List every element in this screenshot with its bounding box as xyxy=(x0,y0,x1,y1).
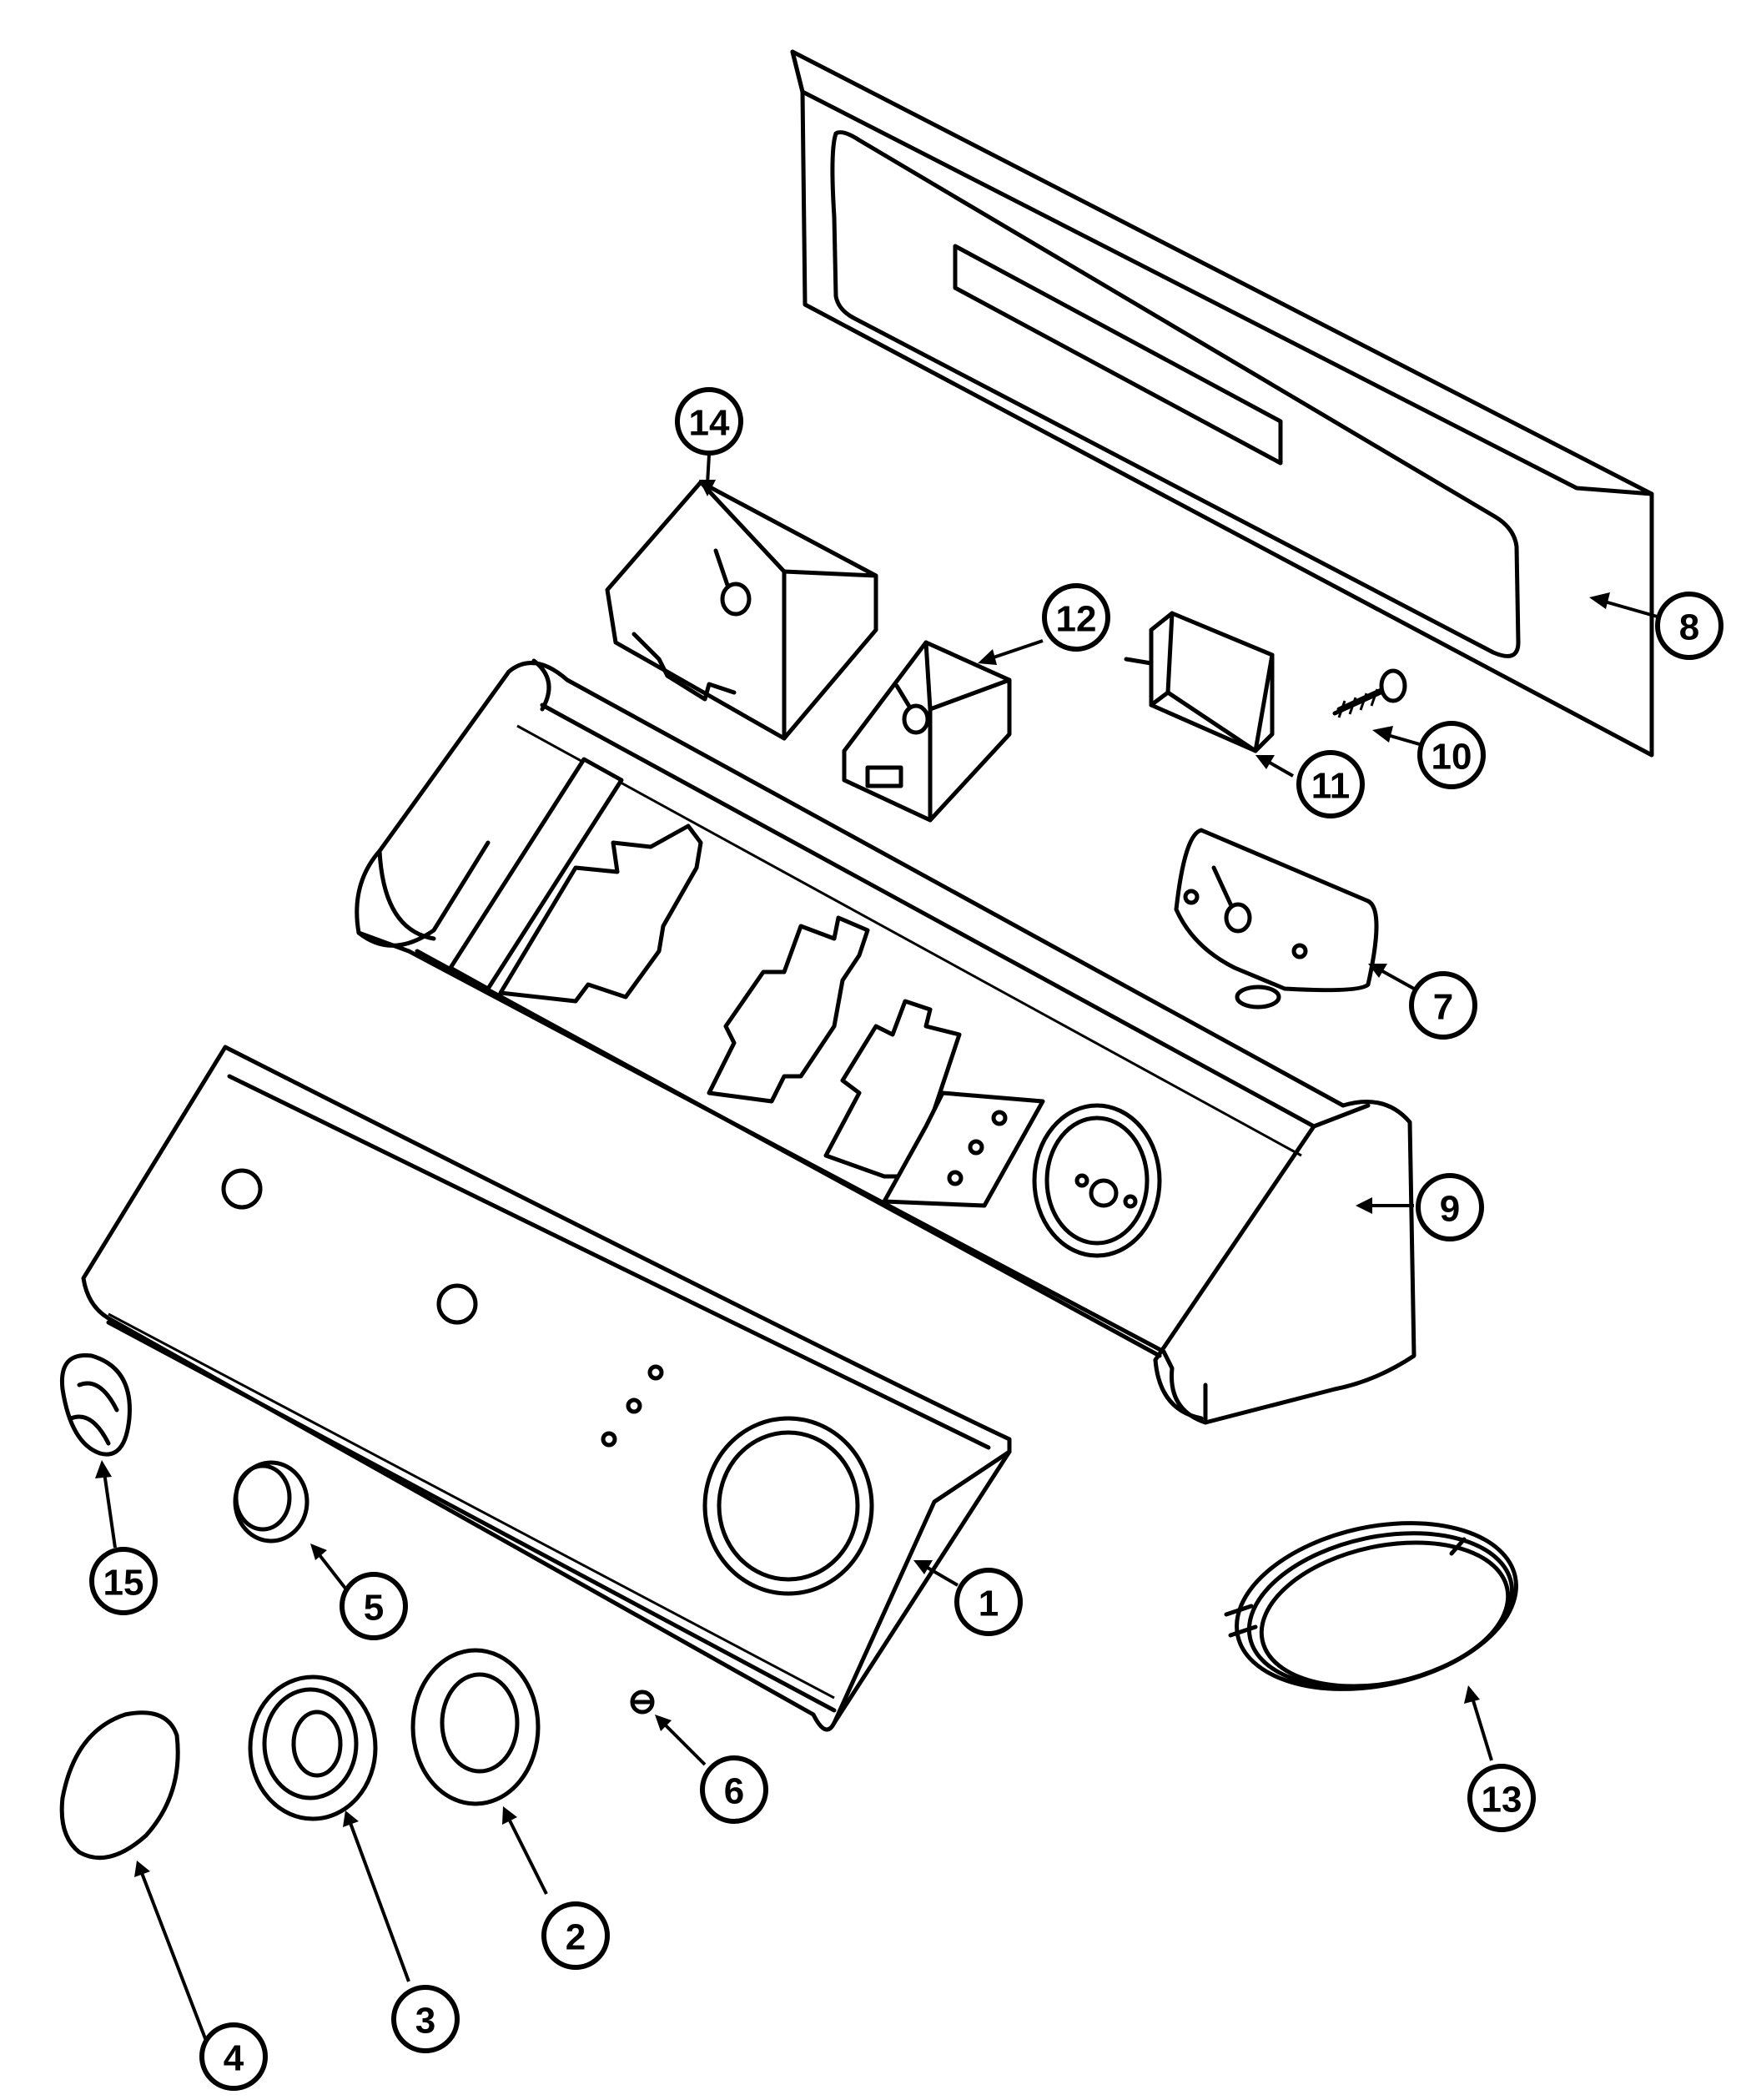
callout-label-15: 15 xyxy=(103,1563,144,1604)
part-13-harness xyxy=(1224,1521,1518,1691)
callout-2: 2 xyxy=(541,1901,610,1970)
part-1-front-panel xyxy=(81,1045,1012,1732)
callout-5: 5 xyxy=(340,1572,408,1640)
callout-11: 11 xyxy=(1296,750,1365,818)
part-12-control xyxy=(842,640,1012,823)
callout-9: 9 xyxy=(1416,1173,1484,1241)
callout-label-5: 5 xyxy=(364,1588,384,1629)
part-10-screw xyxy=(1332,668,1407,718)
callout-label-9: 9 xyxy=(1440,1189,1460,1230)
part-8-rear-panel xyxy=(790,49,1654,758)
callout-label-12: 12 xyxy=(1056,599,1097,640)
callout-13: 13 xyxy=(1467,1764,1536,1832)
part-4-disc xyxy=(59,1710,180,1861)
part-2-bezel xyxy=(410,1648,541,1806)
part-15-knob xyxy=(59,1353,132,1457)
callout-6: 6 xyxy=(700,1755,768,1824)
callout-14: 14 xyxy=(675,387,743,456)
part-7-control xyxy=(1174,828,1379,1010)
callout-1: 1 xyxy=(954,1568,1023,1636)
callout-label-1: 1 xyxy=(979,1584,999,1624)
callout-8: 8 xyxy=(1655,592,1723,660)
callout-label-11: 11 xyxy=(1311,766,1351,807)
part-6-screw xyxy=(630,1690,655,1715)
part-9-console xyxy=(355,658,1416,1425)
part-5-button xyxy=(233,1460,309,1544)
callout-3: 3 xyxy=(391,1985,460,2053)
part-11-box xyxy=(1124,611,1275,753)
callout-10: 10 xyxy=(1417,721,1486,789)
callout-label-8: 8 xyxy=(1679,607,1699,648)
callout-12: 12 xyxy=(1042,583,1110,652)
callout-label-13: 13 xyxy=(1482,1780,1522,1821)
leader-lines xyxy=(95,454,1661,2074)
callout-label-3: 3 xyxy=(415,2001,435,2042)
callout-label-4: 4 xyxy=(224,2038,244,2079)
callout-label-2: 2 xyxy=(566,1917,586,1958)
callout-label-10: 10 xyxy=(1432,737,1472,778)
callout-7: 7 xyxy=(1409,971,1477,1040)
callout-label-7: 7 xyxy=(1433,987,1453,1028)
part-14-control xyxy=(605,480,878,741)
callout-label-6: 6 xyxy=(724,1771,744,1812)
callout-label-14: 14 xyxy=(689,403,730,444)
callout-4: 4 xyxy=(199,2022,268,2091)
callout-15: 15 xyxy=(89,1547,158,1615)
part-3-dial xyxy=(248,1674,378,1821)
